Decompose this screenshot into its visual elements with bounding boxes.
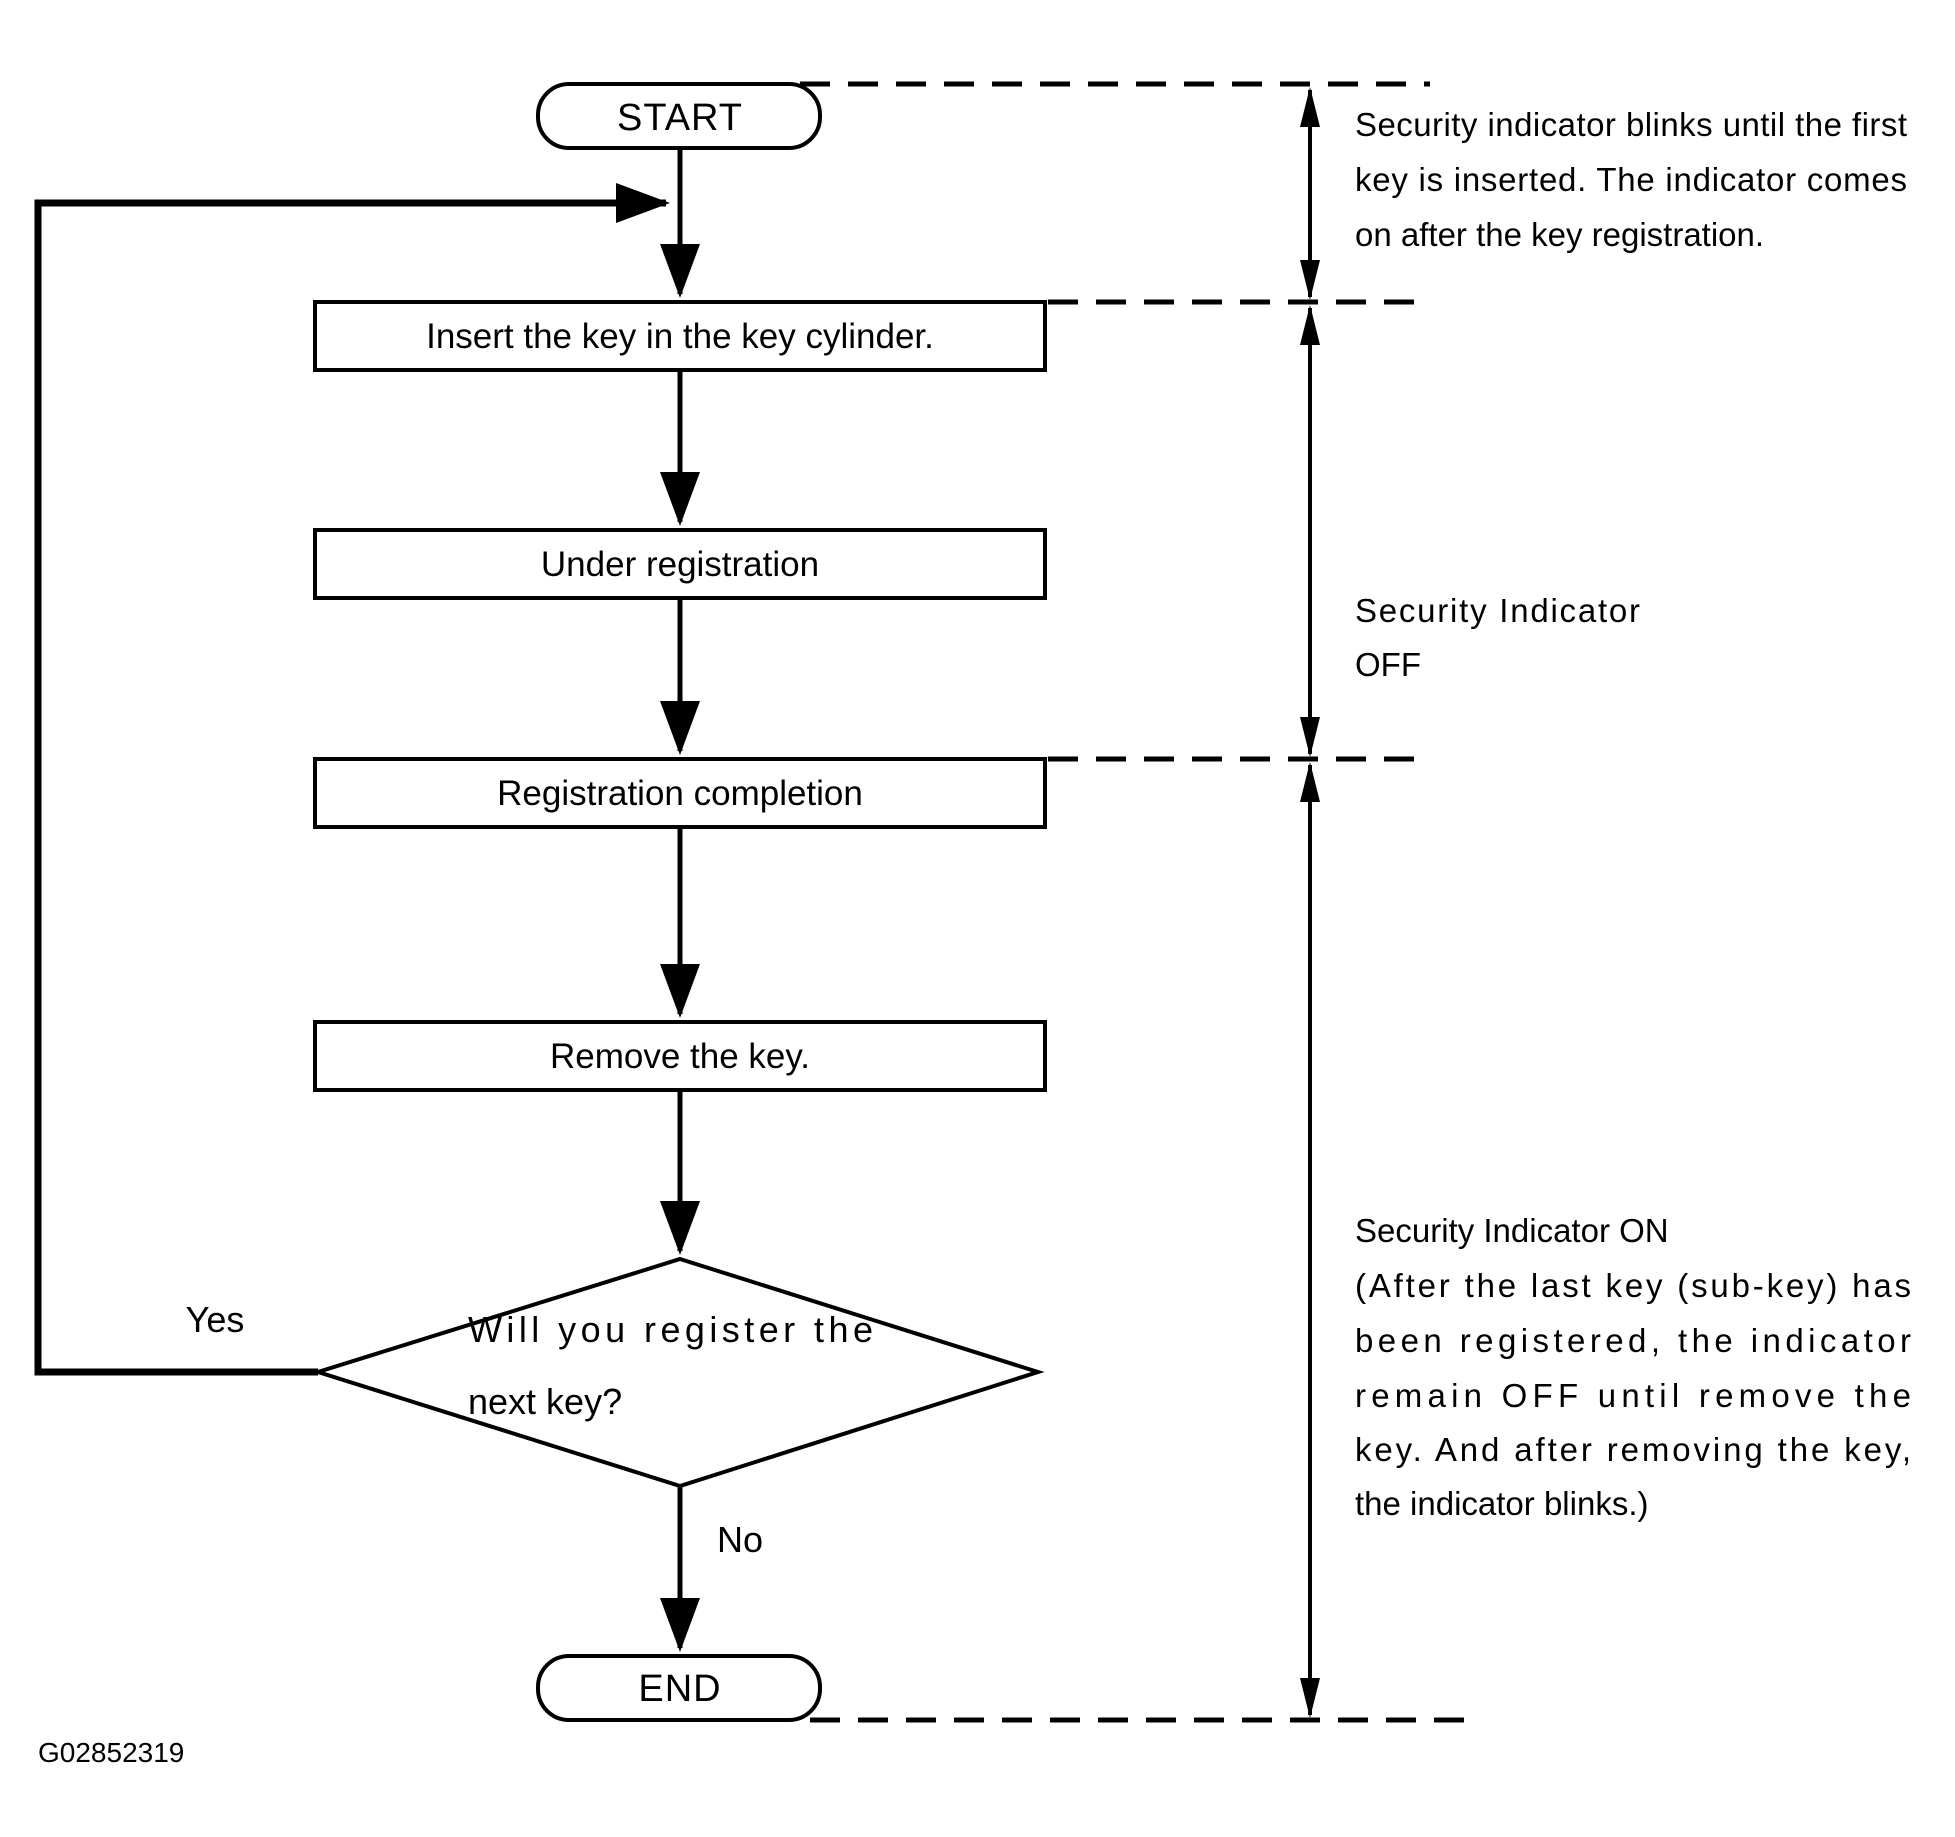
annotation-on-line4: remain OFF until remove the [1355,1377,1911,1414]
registration-completion-step-shape [313,757,1047,829]
under-registration-step-shape [313,528,1047,600]
insert-key-step-label: Insert the key in the key cylinder. [426,317,934,356]
no-edge-label: No [717,1519,763,1560]
register-next-key-decision-label-line2: next key? [468,1381,622,1422]
annotation-on-line1: Security Indicator ON [1355,1212,1669,1249]
yes-edge-label: Yes [186,1299,245,1340]
annotation-blink-line3: on after the key registration. [1355,216,1764,253]
annotation-blink: Security indicator blinks until the firs… [1355,106,1907,253]
start-terminal-shape [536,82,822,150]
annotation-off-line1: Security Indicator [1355,592,1640,629]
registration-completion-step-label: Registration completion [497,774,863,813]
insert-key-step-shape [313,300,1047,372]
annotation-indicator-on: Security Indicator ON (After the last ke… [1355,1212,1911,1522]
yes-loop-connector [34,183,670,1376]
end-terminal-label: END [638,1668,721,1710]
remove-key-step-label: Remove the key. [550,1037,810,1076]
annotation-on-line2: (After the last key (sub-key) has [1355,1267,1911,1304]
end-terminal-shape [536,1654,822,1722]
register-next-key-decision-label-line1: Will you register the [468,1309,873,1350]
figure-code: G02852319 [38,1737,184,1768]
start-terminal-label: START [617,97,743,139]
annotation-blink-line2: key is inserted. The indicator comes [1355,161,1907,198]
annotation-indicator-off: Security Indicator OFF [1355,592,1640,683]
register-next-key-decision-shape [311,1256,1045,1489]
annotation-off-line2: OFF [1355,646,1421,683]
remove-key-step-shape [313,1020,1047,1092]
annotation-blink-line1: Security indicator blinks until the firs… [1355,106,1907,143]
under-registration-step-label: Under registration [541,545,819,584]
annotation-on-line3: been registered, the indicator [1355,1322,1911,1359]
annotation-on-line5: key. And after removing the key, [1355,1431,1911,1468]
annotation-on-line6: the indicator blinks.) [1355,1485,1648,1522]
